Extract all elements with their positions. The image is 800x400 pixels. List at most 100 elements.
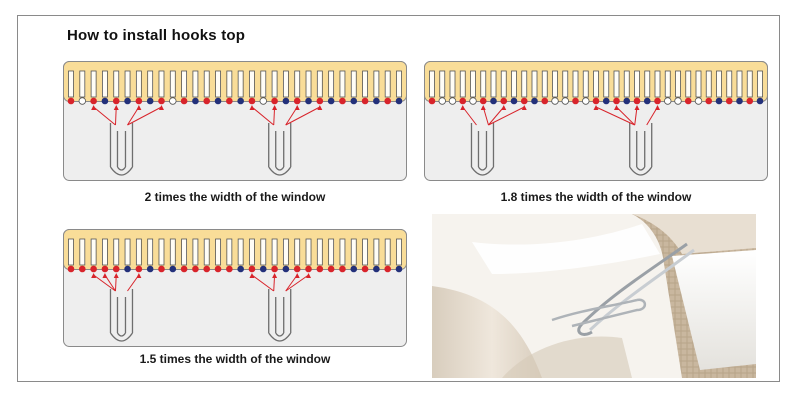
- arrow-line: [285, 106, 321, 126]
- pleat-slot: [260, 70, 267, 98]
- pin-dot: [90, 265, 97, 273]
- pleat-slot: [316, 238, 323, 266]
- pin-dot: [684, 97, 692, 105]
- pleat-slot: [490, 70, 497, 98]
- pin-dot: [293, 265, 301, 273]
- pleat-slot: [362, 238, 368, 266]
- arrow-line: [488, 106, 525, 126]
- pin-dot: [500, 97, 508, 105]
- pleat-slot: [147, 70, 154, 98]
- pleat-slot: [68, 238, 74, 266]
- pin-dot: [469, 97, 477, 105]
- pin-dot: [180, 97, 188, 105]
- pin-dot: [448, 97, 457, 105]
- pin-dot: [438, 97, 446, 105]
- pin-dot: [293, 97, 301, 105]
- pin-dot: [237, 97, 244, 105]
- pleat-slot: [124, 70, 131, 98]
- diagram-panel-2x: [63, 61, 407, 181]
- pleat-slot: [215, 70, 221, 98]
- arrow-head: [91, 105, 97, 110]
- pin-dot: [226, 265, 233, 273]
- pin-dot: [67, 97, 75, 105]
- pleat-slot: [203, 70, 210, 98]
- pin-dot: [643, 97, 651, 105]
- pin-dot: [428, 97, 436, 105]
- pin-dot: [124, 97, 131, 105]
- pleat-slot: [237, 238, 244, 266]
- pin-dot: [715, 97, 723, 105]
- pleat-slot: [350, 70, 357, 98]
- pleat-slot: [169, 238, 176, 266]
- pleat-slot: [147, 238, 154, 266]
- arrow-head: [306, 273, 312, 278]
- pin-dot: [633, 97, 641, 105]
- pleat-slot: [664, 70, 671, 98]
- pleat-slot: [215, 238, 221, 266]
- pin-dot: [373, 265, 380, 273]
- diagram-1-8x-svg: [424, 61, 768, 181]
- pin-dot: [112, 265, 120, 273]
- arrow-line: [285, 274, 309, 292]
- pleat-slot: [339, 70, 346, 98]
- pleat-slot: [249, 70, 255, 98]
- pleat-slot: [449, 70, 456, 98]
- pin-dot: [158, 97, 165, 105]
- arrow-line: [93, 274, 116, 292]
- pin-dot: [158, 265, 165, 273]
- pin-dot: [350, 97, 358, 105]
- pleat-slot: [249, 238, 255, 266]
- caption-2x: 2 times the width of the window: [144, 190, 326, 204]
- pin-dot: [271, 97, 278, 105]
- pleat-slot: [237, 70, 244, 98]
- pleat-slot: [613, 70, 620, 98]
- pin-dot: [282, 97, 290, 105]
- hook-icon: [629, 123, 653, 176]
- pleat-slot: [726, 70, 733, 98]
- pleat-slot: [79, 238, 86, 266]
- pin-dot: [192, 265, 199, 273]
- pin-dot: [192, 97, 199, 105]
- hook-group: [268, 289, 292, 342]
- diagram-1-5x-svg: [63, 229, 407, 347]
- pin-dot: [674, 97, 682, 105]
- pin-dot: [316, 265, 324, 273]
- pin-dot: [582, 97, 590, 105]
- arrow-line: [251, 274, 275, 292]
- pin-dot: [572, 97, 579, 105]
- pleat-slot: [135, 238, 142, 266]
- pleat-slot: [480, 70, 487, 98]
- pin-dot: [248, 265, 256, 273]
- pleat-slot: [521, 70, 528, 98]
- pleat-slot: [396, 238, 402, 266]
- pleat-slot: [572, 70, 579, 98]
- pleat-slot: [541, 70, 548, 98]
- pin-dot: [146, 265, 154, 273]
- pleat-slot: [305, 238, 312, 266]
- pleat-slot: [79, 70, 86, 98]
- pleat-slot: [500, 70, 507, 98]
- pin-dot: [361, 265, 369, 273]
- diagram-panel-1-5x: [63, 229, 407, 347]
- pleat-slot: [384, 70, 391, 98]
- pleat-slot: [654, 70, 661, 98]
- pin-dot: [237, 265, 244, 273]
- arrow-head: [634, 105, 640, 110]
- pleat-slot: [305, 70, 312, 98]
- pin-dot: [259, 265, 267, 273]
- pleat-slot: [562, 70, 569, 98]
- pin-dot: [282, 265, 290, 273]
- pleat-slot: [470, 70, 476, 98]
- pin-dot: [725, 97, 733, 105]
- pin-dot: [479, 97, 487, 105]
- pin-dot: [694, 97, 703, 105]
- pin-dot: [384, 97, 391, 105]
- pleat-slot: [362, 70, 368, 98]
- pin-dot: [459, 97, 467, 105]
- pleat-slot: [746, 70, 753, 98]
- arrow-head: [113, 273, 119, 278]
- pleat-slot: [685, 70, 692, 98]
- pin-dot: [271, 265, 278, 273]
- arrow-head: [249, 273, 255, 278]
- pin-dot: [395, 265, 403, 273]
